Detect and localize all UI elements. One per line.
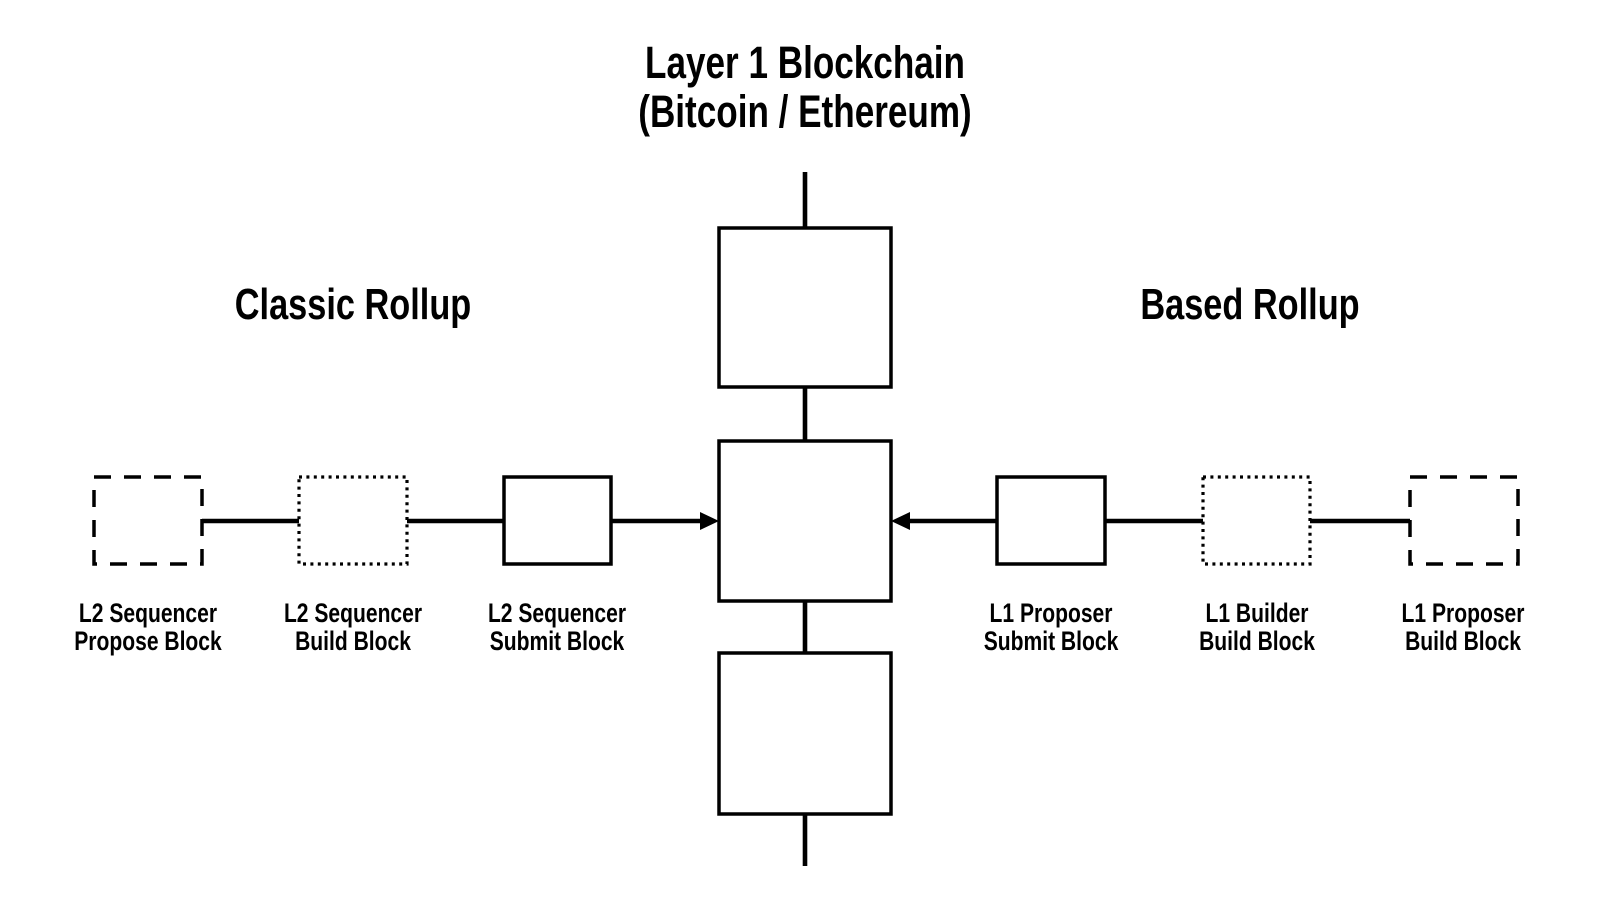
step-box-l2-propose-block bbox=[92, 475, 204, 566]
diagram-title-line2: (Bitcoin / Ethereum) bbox=[638, 86, 972, 137]
diagram-title: Layer 1 Blockchain (Bitcoin / Ethereum) bbox=[638, 38, 971, 136]
step-label-line: Propose Block bbox=[74, 626, 222, 656]
classic-rollup-heading: Classic Rollup bbox=[234, 280, 472, 329]
step-label-l1-proposer-build-block: L1 Proposer Build Block bbox=[1402, 599, 1525, 655]
step-label-l2-submit-block: L2 Sequencer Submit Block bbox=[488, 599, 626, 655]
arrowhead-right-icon bbox=[700, 512, 719, 530]
step-label-line: Submit Block bbox=[489, 626, 625, 656]
step-label-line: L2 Sequencer bbox=[78, 598, 218, 628]
step-label-line: Build Block bbox=[1405, 626, 1521, 656]
l1-chain-block-current bbox=[717, 439, 893, 603]
step-box-l1-builder-build-block bbox=[1201, 475, 1312, 566]
step-label-l1-builder-build-block: L1 Builder Build Block bbox=[1199, 599, 1315, 655]
step-label-line: L1 Proposer bbox=[1401, 598, 1525, 628]
step-label-line: Submit Block bbox=[983, 626, 1119, 656]
step-label-l2-propose-block: L2 Sequencer Propose Block bbox=[74, 599, 221, 655]
l1-chain-block-top bbox=[717, 226, 893, 389]
step-label-line: Build Block bbox=[295, 626, 411, 656]
step-box-l1-proposer-build-block bbox=[1408, 475, 1520, 566]
based-rollup-heading: Based Rollup bbox=[1140, 280, 1360, 329]
step-label-line: L1 Builder bbox=[1205, 598, 1309, 628]
diagram-title-line1: Layer 1 Blockchain bbox=[645, 37, 965, 88]
step-box-l2-submit-block bbox=[502, 475, 613, 566]
step-label-line: Build Block bbox=[1199, 626, 1315, 656]
step-label-l2-build-block: L2 Sequencer Build Block bbox=[284, 599, 422, 655]
step-label-line: L2 Sequencer bbox=[283, 598, 423, 628]
step-box-l2-build-block bbox=[297, 475, 409, 566]
arrowhead-left-icon bbox=[891, 512, 910, 530]
step-label-line: L1 Proposer bbox=[989, 598, 1113, 628]
step-label-line: L2 Sequencer bbox=[487, 598, 627, 628]
step-box-l1-submit-block bbox=[995, 475, 1107, 566]
l1-chain-block-bottom bbox=[717, 651, 893, 816]
step-label-l1-submit-block: L1 Proposer Submit Block bbox=[984, 599, 1119, 655]
